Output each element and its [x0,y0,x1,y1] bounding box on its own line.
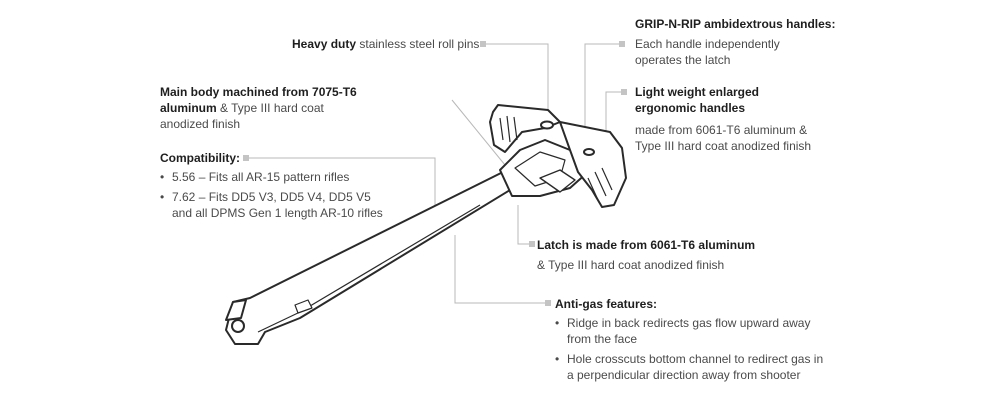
body-inner [514,151,566,187]
light-weight-text: made from 6061-T6 aluminum & Type III ha… [635,123,812,153]
shaft-front-face [225,299,247,321]
latch [539,169,576,193]
main-body-bold2: aluminum [160,101,217,115]
latch-text: & Type III hard coat anodized finish [537,258,725,272]
roll-pins-text: stainless steel roll pins [359,37,480,51]
leader-roll-pins [484,43,549,118]
callout-latch: Latch is made from 6061-T6 aluminum & Ty… [537,237,777,273]
latch-bold: Latch is made from 6061-T6 aluminum [537,238,756,252]
roll-pin-right [583,148,595,156]
grip-n-rip-text: Each handle independently operates the l… [635,37,780,67]
anti-gas-title: Anti-gas features: [555,297,658,311]
leader-dots [243,41,627,306]
leader-latch [517,205,531,245]
compatibility-item: 5.56 – Fits all AR-15 pattern rifles [160,169,390,185]
compatibility-title: Compatibility: [160,151,240,165]
leader-compatibility [246,157,436,215]
light-weight-title: Light weight enlarged ergonomic handles [635,85,760,115]
shaft [225,171,511,345]
roll-pins-bold: Heavy duty [292,37,357,51]
callout-roll-pins: Heavy duty stainless steel roll pins [292,36,482,52]
left-handle-ribs [499,115,518,143]
compatibility-list: 5.56 – Fits all AR-15 pattern rifles 7.6… [160,169,390,221]
shaft-groove [294,299,313,314]
leader-lines [246,43,624,304]
right-handle-ribs [587,167,613,201]
charging-handle [225,104,627,345]
anti-gas-list: Ridge in back redirects gas flow upward … [555,315,830,383]
callout-anti-gas: Anti-gas features: Ridge in back redirec… [555,296,830,387]
compatibility-item: 7.62 – Fits DD5 V3, DD5 V4, DD5 V5 and a… [160,189,390,221]
leader-anti-gas [454,235,547,304]
main-body-text: & Type III hard coat anodized finish [160,101,324,131]
leader-grip-n-rip [584,43,622,130]
shaft-hole [231,319,245,333]
main-body-bold1: Main body machined from 7075-T6 [160,85,357,99]
callout-light-weight: Light weight enlarged ergonomic handles … [635,84,825,154]
grip-n-rip-title: GRIP-N-RIP ambidextrous handles: [635,17,836,31]
callout-grip-n-rip: GRIP-N-RIP ambidextrous handles: Each ha… [635,16,865,68]
callout-compatibility: Compatibility: 5.56 – Fits all AR-15 pat… [160,150,390,225]
anti-gas-item: Hole crosscuts bottom channel to redirec… [555,351,830,383]
leader-main-body [451,99,506,166]
callout-main-body: Main body machined from 7075-T6 aluminum… [160,84,375,132]
roll-pin-left [540,120,554,130]
leader-light-weight [605,91,624,145]
anti-gas-item: Ridge in back redirects gas flow upward … [555,315,830,347]
